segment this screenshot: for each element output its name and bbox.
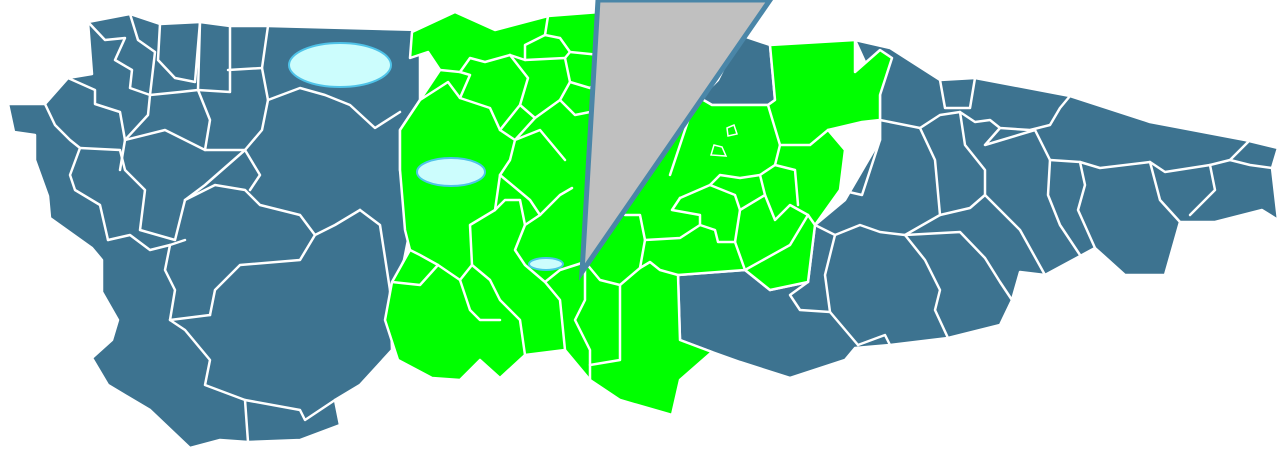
border-line (678, 183, 747, 272)
border-line (513, 116, 567, 162)
border-line (208, 233, 317, 317)
border-line (1048, 158, 1097, 250)
border-line (128, 12, 157, 97)
border-line (903, 230, 1014, 302)
border-line (983, 193, 1047, 277)
border-line (66, 76, 127, 142)
border-line (196, 20, 232, 94)
border-line (773, 128, 830, 167)
border-line (823, 233, 860, 347)
lake-south-small[interactable] (528, 257, 564, 271)
border-line (183, 183, 362, 237)
border-line (390, 263, 440, 287)
border-line (623, 213, 647, 270)
border-line (938, 110, 987, 217)
border-line (266, 86, 402, 130)
border-line (458, 70, 472, 100)
border-line (670, 196, 702, 227)
border-line (156, 20, 202, 84)
border-line (168, 313, 212, 322)
border-line (856, 333, 892, 347)
callout-pointer (578, 0, 774, 281)
border-line (788, 280, 832, 314)
border-line (493, 198, 542, 227)
border-line (1228, 158, 1274, 170)
border-line (78, 146, 247, 242)
border-line (243, 66, 270, 152)
border-line (573, 260, 592, 382)
border-line (903, 126, 942, 237)
border-line (938, 76, 977, 110)
border-line (708, 173, 762, 187)
border-line (358, 208, 392, 292)
border-line (243, 398, 337, 422)
border-line (643, 223, 737, 244)
border-line (518, 56, 572, 120)
lakes (288, 42, 738, 271)
border-line (243, 148, 262, 192)
border-line (766, 103, 782, 147)
border-line (543, 280, 567, 352)
lake-north[interactable] (288, 42, 392, 88)
border-line (106, 233, 187, 252)
lake-central-west[interactable] (416, 157, 486, 187)
border-line (43, 102, 110, 242)
border-line (163, 243, 250, 444)
border-line (470, 263, 527, 357)
border-line (588, 283, 622, 367)
islet-outline (710, 144, 728, 157)
border-line (743, 213, 810, 272)
border-line (1188, 163, 1217, 217)
border-line (123, 128, 247, 152)
border-line (458, 278, 502, 322)
border-line (1148, 160, 1182, 224)
border-line (838, 118, 882, 197)
border-line (86, 20, 152, 172)
border-line (513, 223, 680, 287)
islet-outline (726, 123, 738, 137)
border-line (498, 53, 530, 132)
border-line (878, 94, 1072, 132)
border-line (738, 193, 817, 227)
border-line (543, 33, 572, 60)
border-line (148, 88, 212, 152)
